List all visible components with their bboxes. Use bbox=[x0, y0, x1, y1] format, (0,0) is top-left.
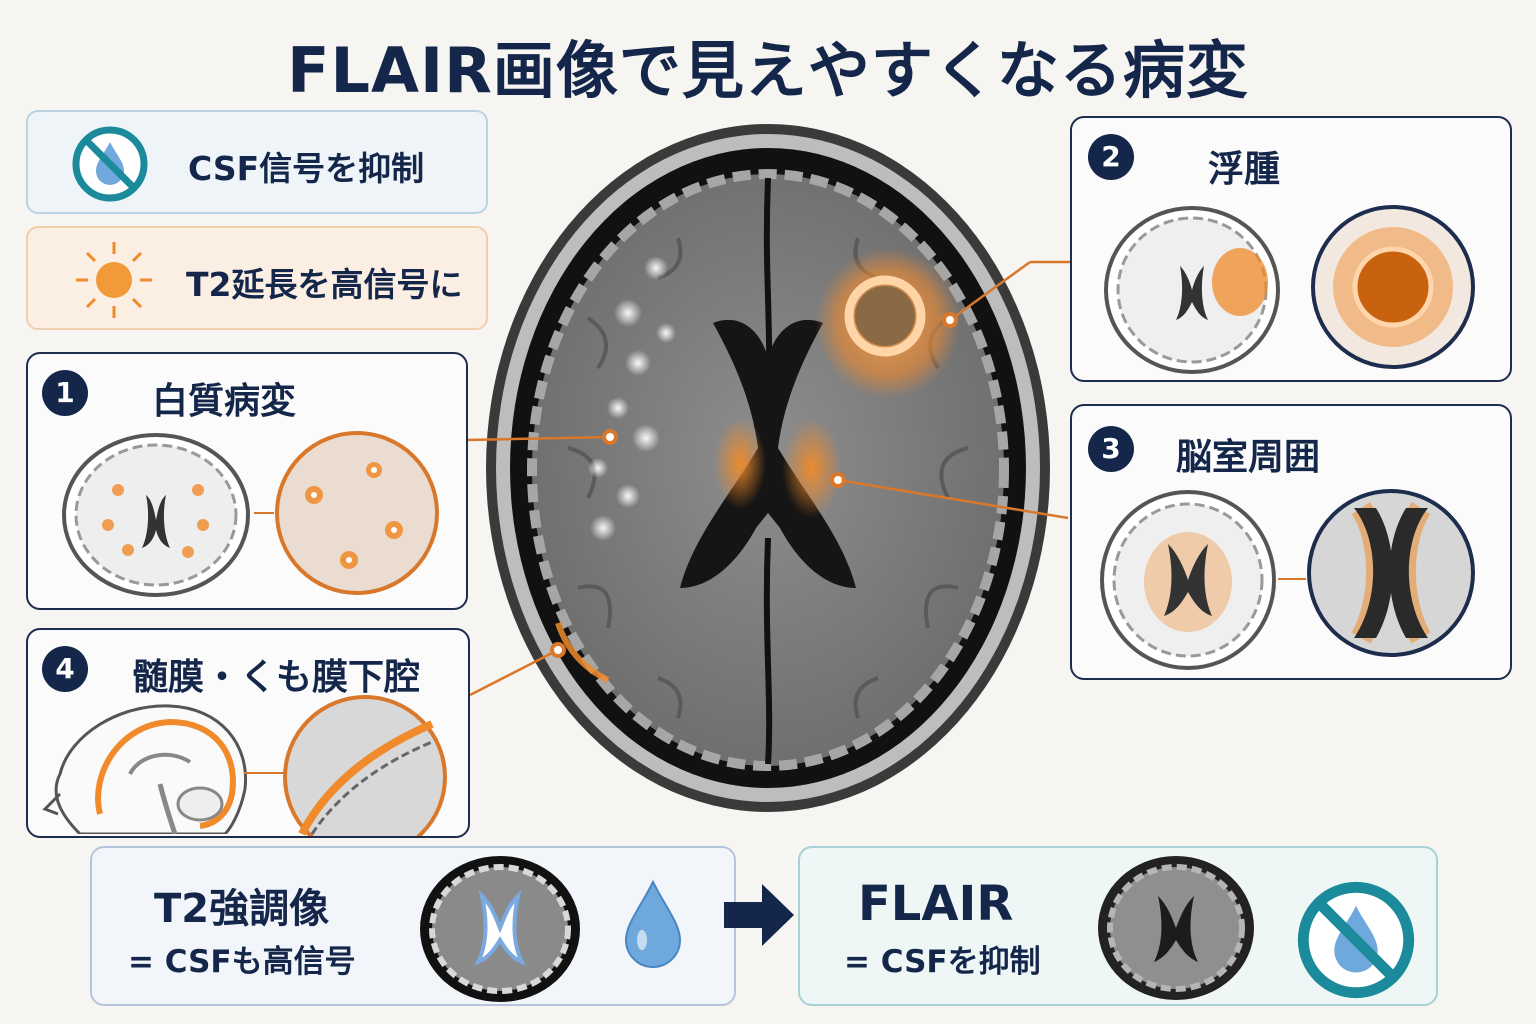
feature-t2-bright: T2延長を高信号に bbox=[26, 226, 488, 330]
feature-label: CSF信号を抑制 bbox=[188, 149, 425, 188]
lesion-number: 2 bbox=[1088, 134, 1134, 180]
no-water-drop-icon bbox=[72, 126, 148, 202]
feature-csf-suppression: CSF信号を抑制 bbox=[26, 110, 488, 214]
water-drop-icon bbox=[624, 879, 682, 968]
no-water-drop-icon bbox=[1297, 881, 1415, 999]
zoom-meningeal-enhancement bbox=[283, 695, 447, 836]
lesion-box-periventricular: 3 脳室周囲 bbox=[1070, 404, 1512, 680]
brain-thumbnail-periventricular bbox=[1100, 490, 1276, 670]
zoom-white-matter-lesions bbox=[275, 431, 439, 595]
t2-subtitle: = CSFも高信号 bbox=[128, 944, 356, 980]
lesion-box-meninges: 4 髄膜・くも膜下腔 bbox=[26, 628, 470, 838]
zoom-edema bbox=[1311, 205, 1475, 369]
t2-title: T2強調像 bbox=[154, 886, 330, 932]
lesion-number: 4 bbox=[42, 646, 88, 692]
lesion-box-white-matter: 1 白質病変 bbox=[26, 352, 468, 610]
lesion-box-edema: 2 浮腫 bbox=[1070, 116, 1512, 382]
flair-brain-thumbnail bbox=[1098, 856, 1254, 1000]
flair-title: FLAIR bbox=[858, 876, 1014, 932]
sagittal-head-thumbnail bbox=[42, 704, 248, 834]
comparison-flair-box: FLAIR = CSFを抑制 bbox=[798, 846, 1438, 1006]
zoom-periventricular bbox=[1307, 489, 1475, 657]
lesion-title: 脳室周囲 bbox=[1176, 437, 1321, 478]
lesion-title: 髄膜・くも膜下腔 bbox=[132, 657, 421, 698]
t2-brain-thumbnail bbox=[420, 856, 580, 1002]
arrow-right-icon bbox=[724, 884, 794, 946]
lesion-title: 白質病変 bbox=[152, 381, 297, 422]
page-title: FLAIR画像で見えやすくなる病変 bbox=[287, 34, 1249, 107]
bright-signal-icon bbox=[76, 242, 152, 318]
lesion-number: 3 bbox=[1088, 426, 1134, 472]
brain-thumbnail-edema bbox=[1104, 206, 1280, 374]
lesion-title: 浮腫 bbox=[1208, 149, 1281, 190]
lesion-number: 1 bbox=[42, 370, 88, 416]
comparison-t2-box: T2強調像 = CSFも高信号 bbox=[90, 846, 736, 1006]
brain-thumbnail-white-matter bbox=[62, 433, 250, 597]
brain-axial-flair-image bbox=[486, 124, 1050, 812]
flair-subtitle: = CSFを抑制 bbox=[844, 944, 1041, 980]
feature-label: T2延長を高信号に bbox=[186, 265, 463, 304]
